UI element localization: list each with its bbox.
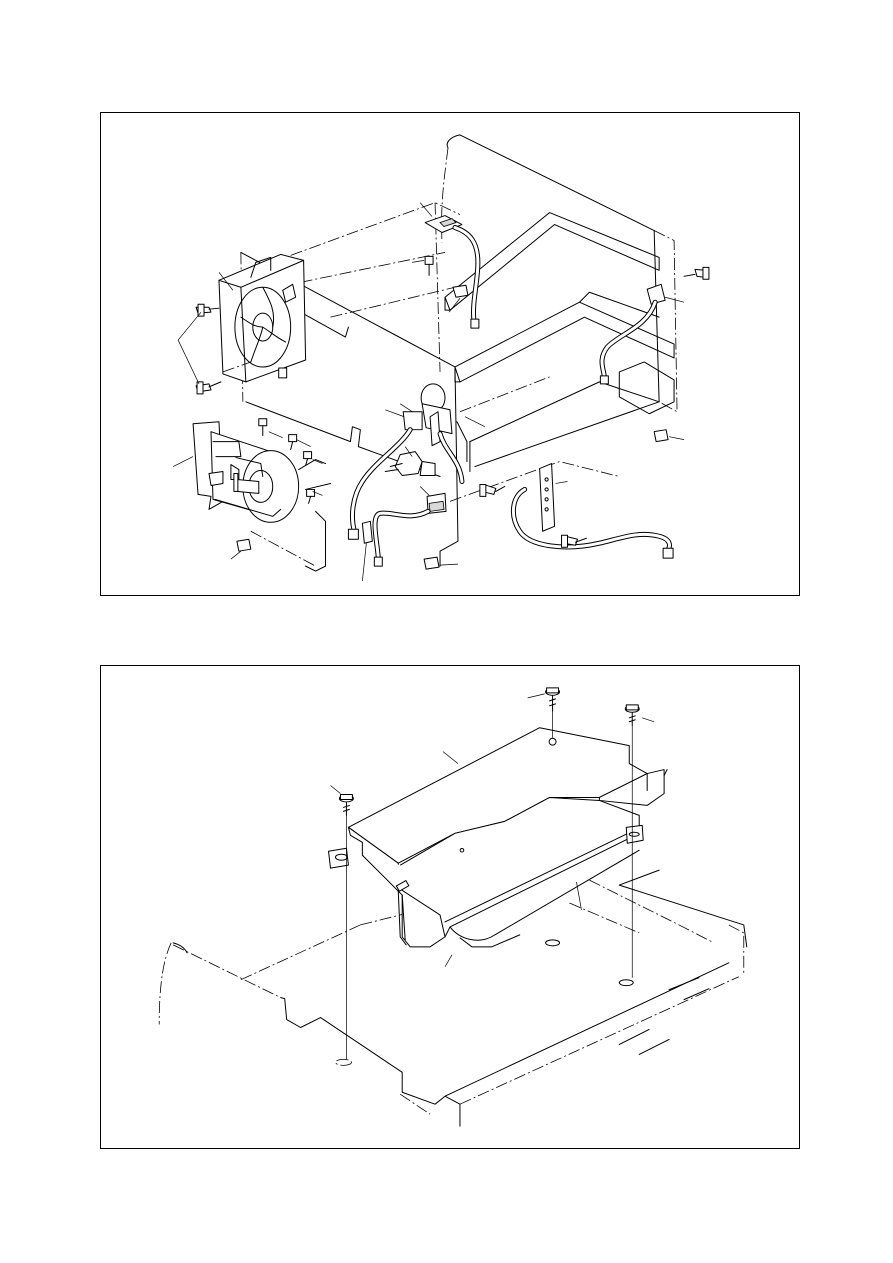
screw-icon xyxy=(288,434,298,451)
lower-screws xyxy=(330,687,655,1060)
screw-icon xyxy=(561,534,587,548)
rear-frame-plate xyxy=(290,134,678,468)
right-upper-harness xyxy=(599,266,710,385)
screw-icon xyxy=(195,381,222,395)
screw-icon xyxy=(195,303,220,317)
clamp-block-4 xyxy=(423,556,440,570)
lower-shelf xyxy=(449,381,660,502)
lower-center-harness xyxy=(361,486,447,582)
upper-shelf xyxy=(300,212,660,318)
laser-unit-label-tab xyxy=(395,880,410,892)
motor-screws xyxy=(172,418,323,504)
screw-icon xyxy=(306,488,316,504)
screw-icon xyxy=(303,451,313,467)
clamp-block-1 xyxy=(236,538,252,552)
drive-motor-assembly xyxy=(192,421,331,523)
screw-icon xyxy=(624,704,655,727)
screw-icon xyxy=(424,255,434,276)
solenoid-unit xyxy=(384,446,436,476)
center-sensor-assembly xyxy=(400,383,486,484)
right-sensor-bracket xyxy=(479,463,674,559)
fan-screws xyxy=(177,272,251,395)
cooling-fan xyxy=(218,253,307,383)
upper-exploded-diagram xyxy=(172,134,710,582)
clamp-block-2 xyxy=(452,284,469,298)
upper-exploded-view-panel xyxy=(100,112,800,596)
clamp-blocks xyxy=(230,284,685,570)
screw-icon xyxy=(683,266,710,280)
screw-icon xyxy=(258,418,268,437)
screw-icon xyxy=(527,687,561,712)
clamp-block-3 xyxy=(653,429,669,443)
lower-exploded-diagram xyxy=(158,687,748,1127)
laser-unit xyxy=(328,727,668,967)
base-frame xyxy=(158,869,748,1127)
lower-exploded-view-panel xyxy=(100,665,800,1149)
top-sensor-board xyxy=(412,202,481,329)
fan-connector xyxy=(278,367,288,379)
lower-left-harness xyxy=(347,409,423,540)
screw-icon xyxy=(330,785,354,816)
screw-icon xyxy=(479,483,506,497)
